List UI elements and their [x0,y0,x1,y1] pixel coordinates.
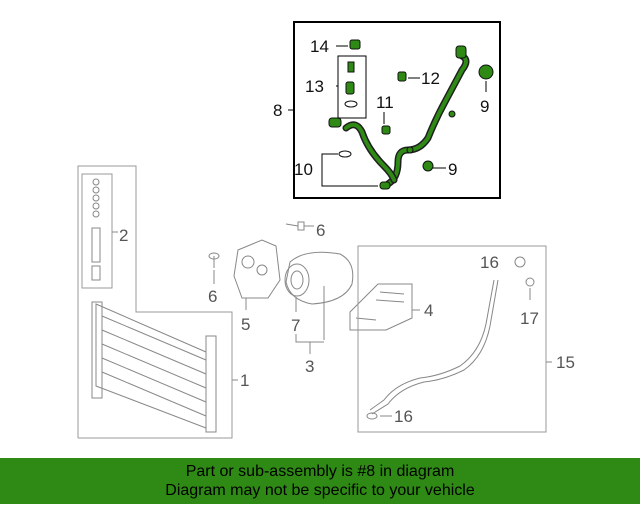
callout-7: 7 [291,316,300,335]
callout-6-left: 6 [208,287,217,306]
callout-12: 12 [421,69,440,88]
callout-3: 3 [305,357,314,376]
callout-8: 8 [273,101,282,120]
callout-5: 5 [241,315,250,334]
callout-4: 4 [424,301,433,320]
callout-11: 11 [376,93,394,112]
callout-15: 15 [556,353,575,372]
callout-1: 1 [240,371,249,390]
compressor-group [208,221,354,354]
callout-16-top: 16 [480,253,499,272]
notice-banner: Part or sub-assembly is #8 in diagram Di… [0,458,640,504]
banner-line-1: Part or sub-assembly is #8 in diagram [185,463,455,480]
callout-16-bottom: 16 [394,407,413,426]
line-assembly-15 [357,245,552,433]
callout-9-lower: 9 [448,160,457,179]
banner-line-2: Diagram may not be specific to your vehi… [165,482,475,499]
bolt-kit-4 [349,283,420,331]
callout-9-top: 9 [480,97,489,116]
assembly-8-box[interactable] [288,21,501,199]
callout-2: 2 [119,226,128,245]
callout-10: 10 [294,160,313,179]
callout-13: 13 [305,77,324,96]
parts-diagram: 14 13 12 11 9 8 9 10 2 6 6 5 7 4 3 1 16 … [77,21,575,439]
callout-14: 14 [310,37,329,56]
callout-6-top: 6 [316,221,325,240]
condenser-group [77,165,238,439]
callout-17: 17 [520,309,539,328]
